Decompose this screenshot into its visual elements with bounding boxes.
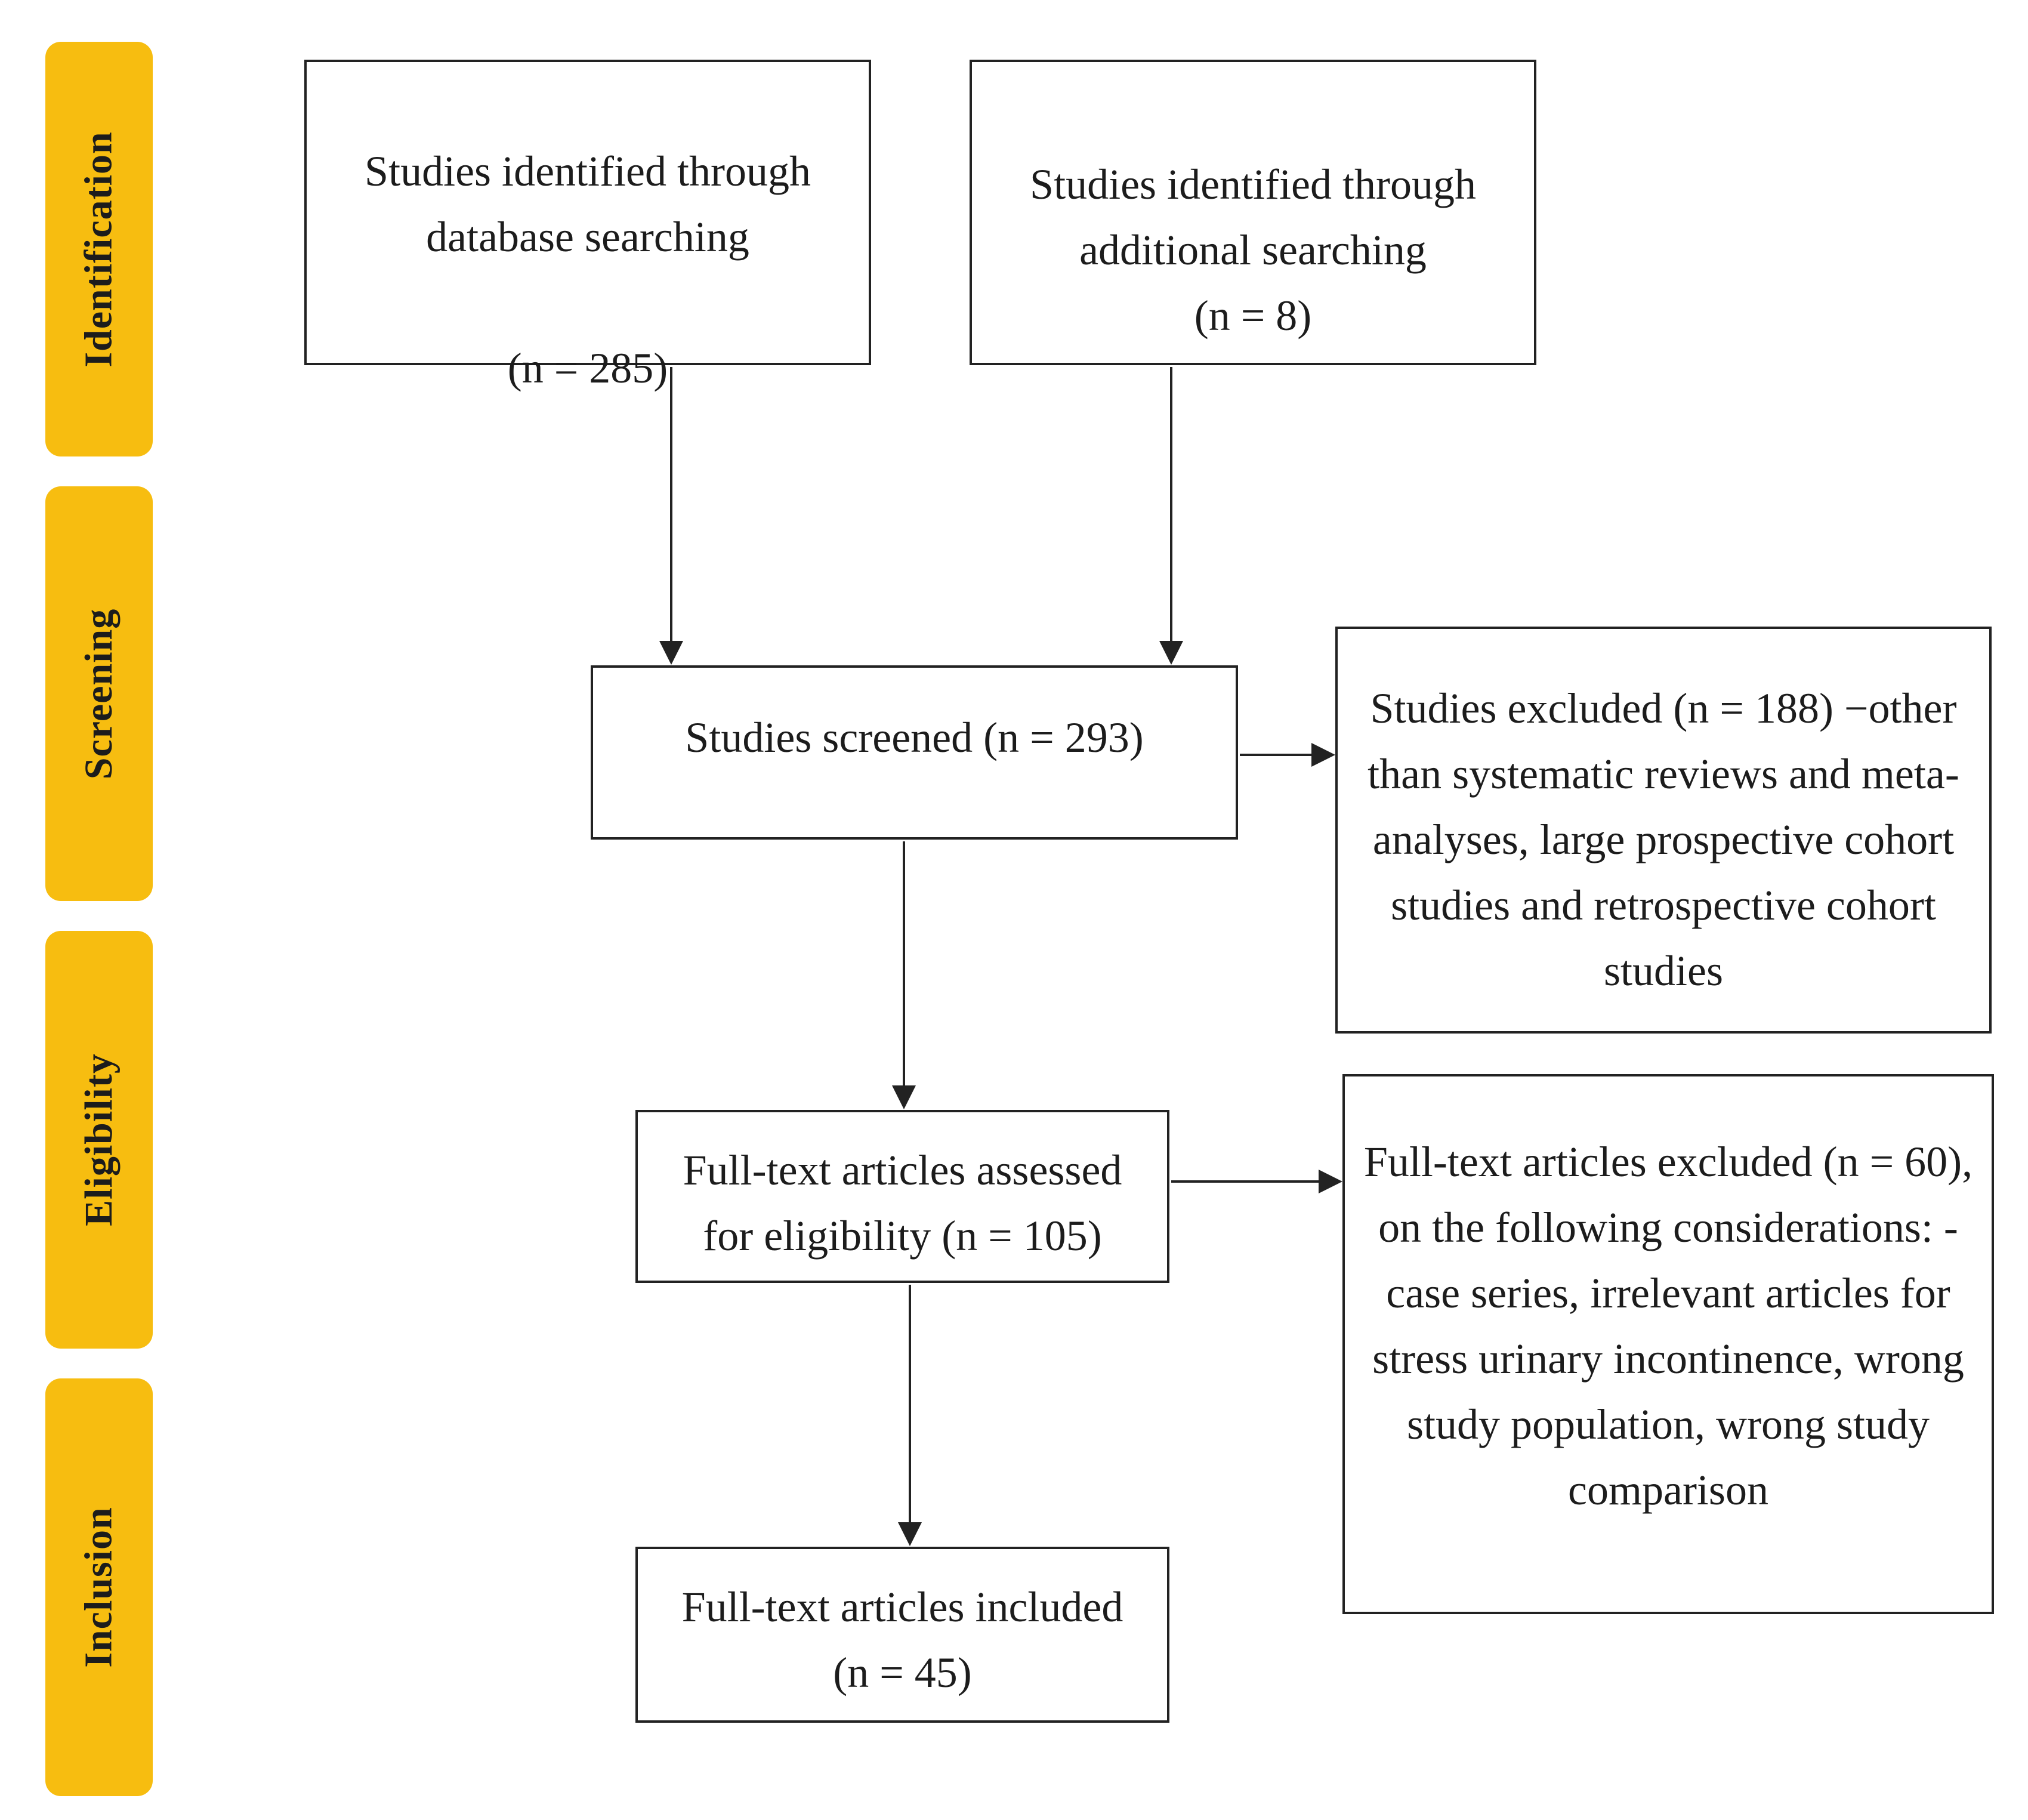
stage-screening: Screening	[45, 486, 153, 901]
box-text: Studies screened (n = 293)	[685, 714, 1144, 761]
box-text: Studies excluded (n = 188) −other than s…	[1368, 684, 1959, 995]
box-studies-excluded: Studies excluded (n = 188) −other than s…	[1335, 627, 1992, 1034]
box-additional-search: Studies identified through additional se…	[970, 60, 1536, 365]
stage-identification: Identification	[45, 42, 153, 456]
box-text: Full-text articles excluded (n = 60), on…	[1363, 1138, 1973, 1514]
box-text: Full-text articles included (n = 45)	[681, 1583, 1123, 1696]
box-studies-screened: Studies screened (n = 293)	[591, 665, 1238, 840]
box-database-search: Studies identified through database sear…	[304, 60, 871, 392]
box-text: Full-text articles assessed for eligibil…	[683, 1146, 1122, 1260]
box-text: Studies identified through database sear…	[365, 147, 811, 392]
stage-eligibility: Eligibility	[45, 931, 153, 1349]
stage-inclusion: Inclusion	[45, 1378, 153, 1796]
box-fulltext-excluded: Full-text articles excluded (n = 60), on…	[1342, 1074, 1994, 1614]
box-text: Studies identified through additional se…	[1030, 161, 1476, 340]
box-eligibility-assessed: Full-text articles assessed for eligibil…	[635, 1110, 1169, 1283]
box-articles-included: Full-text articles included (n = 45)	[635, 1547, 1169, 1723]
